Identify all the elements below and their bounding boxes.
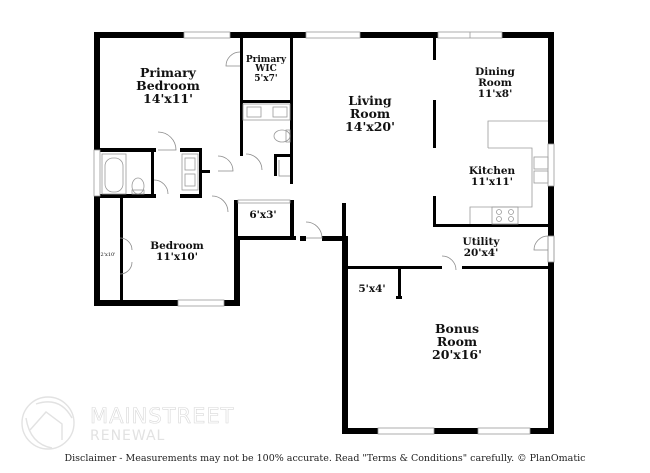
room-name-line: Living — [348, 93, 392, 108]
bathroom-fixtures — [101, 103, 291, 195]
room-size: 6'x3' — [249, 209, 277, 221]
room-size: 14'x20' — [345, 119, 395, 135]
room-name-line: Room — [349, 106, 391, 122]
room-size: 20'x4' — [463, 247, 499, 260]
room-name-line: Room — [478, 77, 512, 90]
exterior-walls — [94, 32, 554, 434]
room-name-line: Primary — [245, 55, 287, 65]
interior-walls — [94, 38, 552, 300]
room-label-bedroom: Bedroom 11'x10' — [150, 240, 204, 264]
room-size: 20'x16' — [432, 347, 482, 363]
door-swings — [119, 51, 555, 275]
room-size: 14'x11' — [143, 91, 193, 107]
room-label-kitchen: Kitchen 11'x11' — [468, 165, 516, 189]
room-label-bonus-room: Bonus Room 20'x16' — [432, 321, 482, 363]
room-label-closet-2x10: 2'x10' — [100, 252, 116, 258]
room-label-living-room: Living Room 14'x20' — [345, 93, 395, 135]
brand-watermark-sub: RENEWAL — [90, 428, 166, 444]
room-label-closet-5x4: 5'x4' — [358, 283, 386, 295]
brand-watermark: MAINSTREET RENEWAL — [18, 396, 278, 452]
room-name-line: WIC — [255, 64, 277, 75]
room-name-line: Utility — [462, 236, 500, 248]
room-size: 11'x11' — [471, 176, 513, 189]
room-name-line: Room — [436, 334, 478, 350]
house-circle-logo-icon — [21, 396, 75, 450]
room-name-line: Dining — [475, 66, 515, 78]
kitchen-fixtures — [469, 120, 549, 225]
room-label-utility: Utility 20'x4' — [462, 236, 500, 260]
room-size: 5'x4' — [358, 283, 386, 295]
room-label-dining-room: Dining Room 11'x8' — [475, 66, 515, 101]
room-name-line: Bonus — [434, 321, 480, 336]
room-name-line: Kitchen — [468, 165, 516, 177]
room-size: 11'x10' — [156, 251, 198, 264]
room-size: 11'x8' — [477, 88, 513, 101]
disclaimer-text: Disclaimer - Measurements may not be 100… — [64, 453, 586, 464]
room-size: 2'x10' — [100, 252, 116, 258]
room-label-closet-6x3: 6'x3' — [249, 209, 277, 221]
room-label-primary-wic: Primary WIC 5'x7' — [245, 55, 287, 84]
room-size: 5'x7' — [254, 73, 278, 84]
room-name-line: Primary — [140, 65, 196, 80]
brand-watermark-main: MAINSTREET — [90, 404, 235, 429]
room-name-line: Bedroom — [150, 240, 204, 252]
room-name-line: Bedroom — [136, 78, 200, 94]
room-label-primary-bedroom: Primary Bedroom 14'x11' — [136, 65, 200, 107]
